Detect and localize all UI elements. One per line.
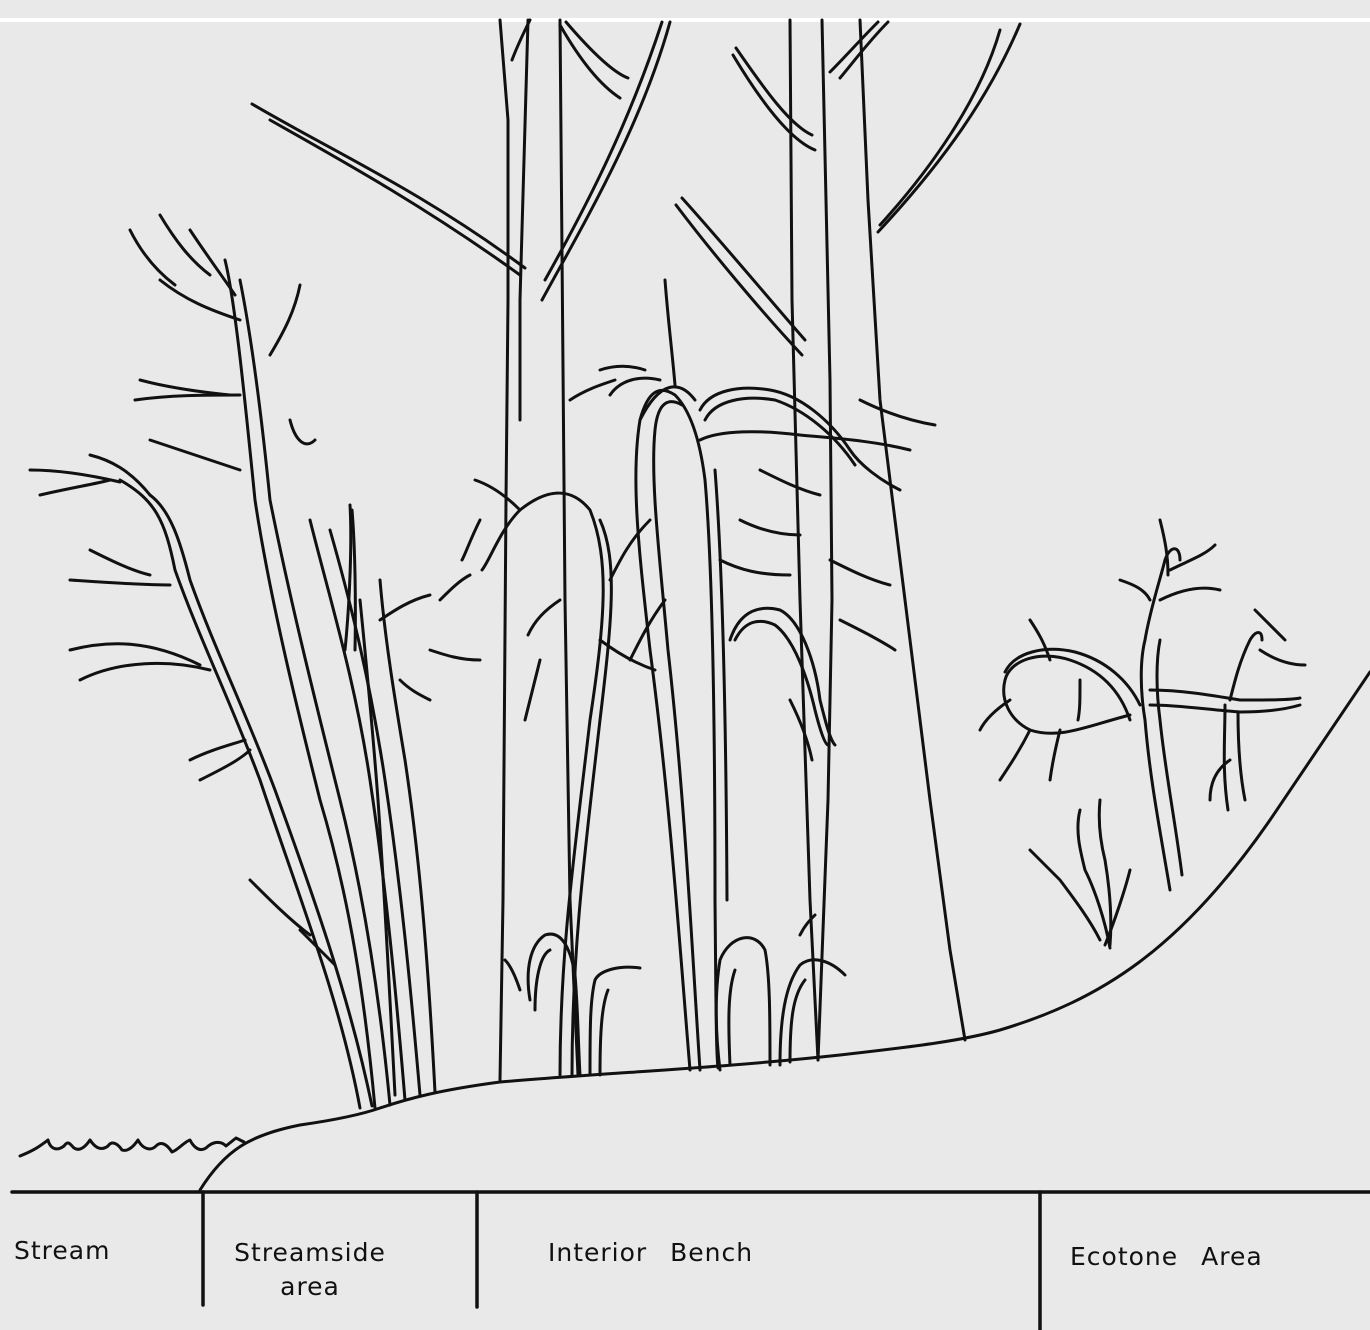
zone-label-ecotone-area: Ecotone Area xyxy=(1070,1240,1263,1274)
zone-label-streamside: Streamside area xyxy=(222,1236,398,1304)
zone-label-interior-bench: Interior Bench xyxy=(548,1236,753,1270)
zone-label-streamside-line2: area xyxy=(222,1270,398,1304)
zone-label-stream: Stream xyxy=(14,1234,110,1268)
zone-label-streamside-line1: Streamside xyxy=(222,1236,398,1270)
